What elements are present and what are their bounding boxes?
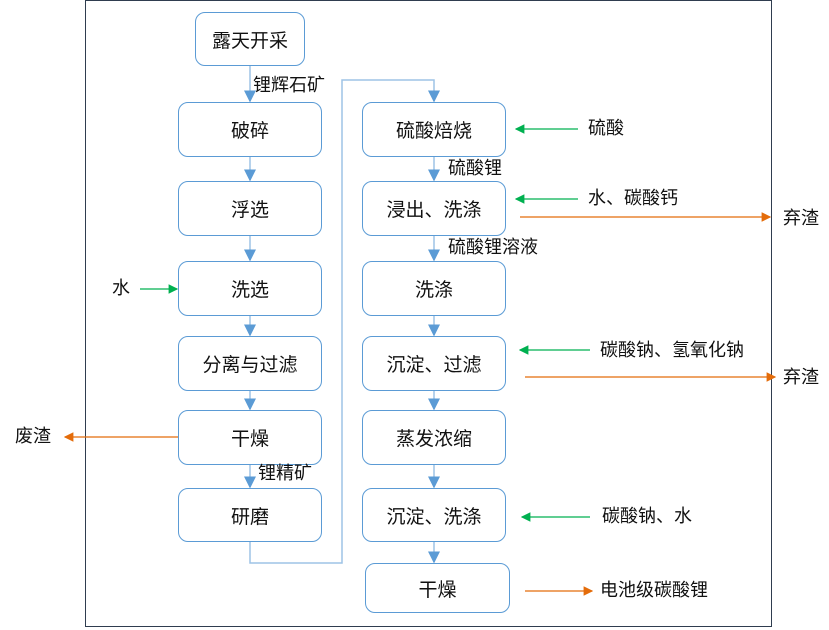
step-washing-2: 洗涤 (362, 261, 506, 316)
step-drying-2: 干燥 (365, 563, 510, 613)
step-grinding: 研磨 (178, 488, 322, 542)
step-open-pit-mining: 露天开采 (195, 12, 305, 66)
step-drying: 干燥 (178, 410, 322, 465)
input-sodium-carbonate-hydroxide: 碳酸钠、氢氧化钠 (600, 340, 744, 361)
output-battery-lithium-carbonate: 电池级碳酸锂 (600, 580, 708, 601)
label-spodumene: 锂辉石矿 (253, 75, 325, 96)
output-waste: 废渣 (15, 426, 51, 447)
diagram-frame (85, 0, 772, 627)
step-separation-filtration: 分离与过滤 (178, 336, 322, 391)
input-water: 水 (112, 278, 130, 299)
label-lithium-sulfate: 硫酸锂 (448, 158, 502, 179)
step-precipitation-washing: 沉淀、洗涤 (362, 488, 506, 542)
step-leaching-washing: 浸出、洗涤 (362, 181, 506, 236)
flow-connector (249, 79, 440, 564)
input-sodium-carbonate-water: 碳酸钠、水 (602, 506, 692, 527)
output-discard-1: 弃渣 (783, 208, 819, 229)
input-sulfuric-acid: 硫酸 (588, 118, 624, 139)
step-precipitation-filtration: 沉淀、过滤 (362, 336, 506, 391)
step-sulfuric-roasting: 硫酸焙烧 (362, 102, 506, 157)
output-discard-2: 弃渣 (783, 367, 819, 388)
step-evaporation: 蒸发浓缩 (362, 410, 506, 465)
label-lithium-sulfate-solution: 硫酸锂溶液 (448, 237, 538, 258)
step-washing: 洗选 (178, 261, 322, 316)
step-crushing: 破碎 (178, 102, 322, 157)
label-concentrate: 锂精矿 (258, 463, 312, 484)
step-flotation: 浮选 (178, 181, 322, 236)
input-water-calcium-carbonate: 水、碳酸钙 (588, 188, 678, 209)
